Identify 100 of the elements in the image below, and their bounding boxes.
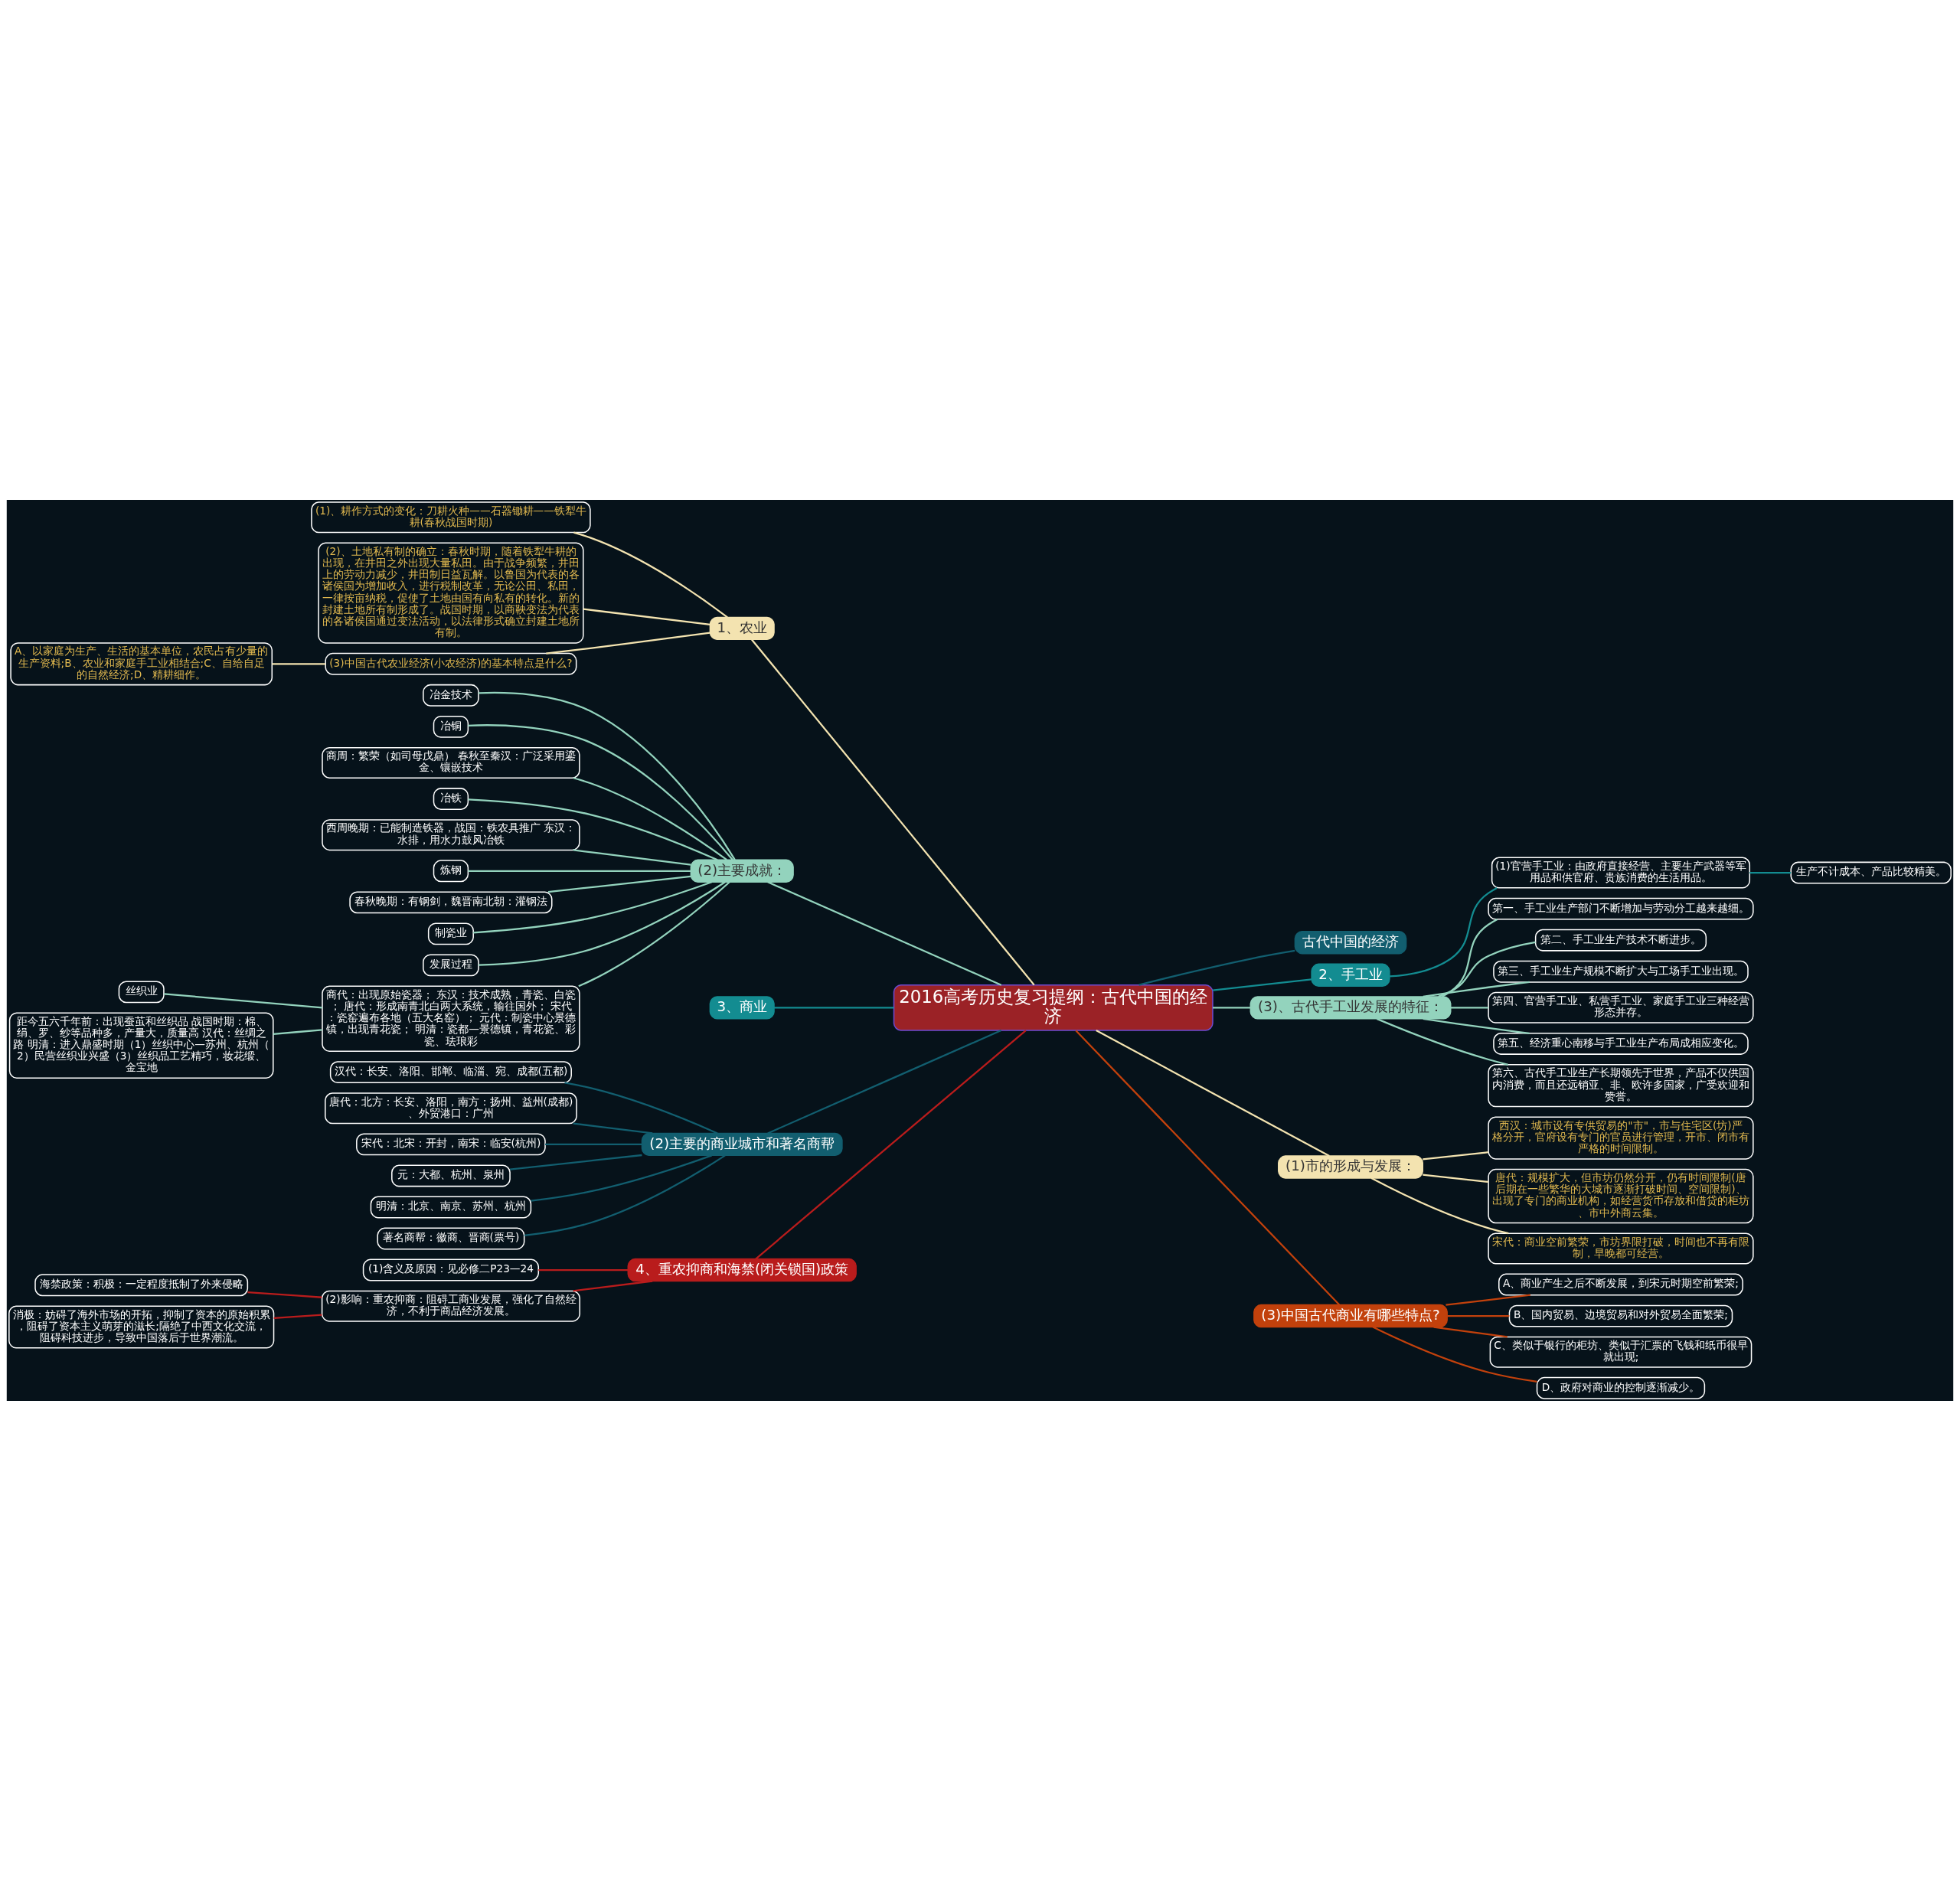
connector xyxy=(538,1268,629,1271)
node-box: (2)、土地私有制的确立：春秋时期，随着铁犁牛耕的出现，在井田之外出现大量私田。由于战争频繁，井田上的劳动力减少，井田制日益瓦解。以鲁国为代表的各诸侯国为增加收入，进行税制改革，无论公田、私田，一律按亩纳税，促使了土地由国有向私有的转化。新的封建土地所有制形成了。战国时期，以商鞅变法为代表的各诸侯国通过变法活动，以法律形式确立封建土地所有制。 xyxy=(318,541,584,644)
node-box: B、国内贸易、边境贸易和对外贸易全面繁荣; xyxy=(1508,1304,1733,1327)
node-box: C、类似于银行的柜坊、类似于汇票的飞钱和纸币很早就出现; xyxy=(1489,1336,1753,1368)
connector xyxy=(1376,1017,1509,1066)
connector xyxy=(573,848,691,866)
node-box: (2)主要成就： xyxy=(690,859,794,883)
connector xyxy=(774,1006,894,1008)
connector xyxy=(545,1143,642,1145)
node-box: 第一、手工业生产部门不断增加与劳动分工越来越细。 xyxy=(1488,897,1754,920)
connector xyxy=(547,875,691,893)
connector xyxy=(1075,1030,1341,1305)
connector xyxy=(473,880,713,933)
node-box: D、政府对商业的控制逐渐减少。 xyxy=(1536,1376,1706,1399)
connector xyxy=(1438,941,1536,997)
connector xyxy=(247,1291,322,1298)
connector xyxy=(524,1154,726,1236)
node-box: 冶铜 xyxy=(433,715,469,738)
connector xyxy=(751,638,1035,985)
node-box: 2016高考历史复习提纲：古代中国的经济 xyxy=(893,984,1214,1031)
connector xyxy=(578,880,730,987)
connector xyxy=(583,608,710,625)
node-box: 春秋晚期：有钢剑，魏晋南北朝：灌钢法 xyxy=(349,890,553,913)
node-box: 元：大都、杭州、泉州 xyxy=(391,1164,511,1187)
connector xyxy=(468,870,691,872)
connector xyxy=(272,662,326,664)
connector xyxy=(564,1081,718,1134)
node-box: 炼钢 xyxy=(433,859,469,882)
connector xyxy=(273,1313,322,1319)
connector xyxy=(1441,918,1498,997)
node-box: 第五、经济重心南移与手工业生产布局成相应变化。 xyxy=(1493,1032,1749,1055)
node-box: A、以家庭为生产、生活的基本单位，农民占有少量的生产资料;B、农业和家庭手工业相结合;C、自给自足的自然经济;D、精耕细作。 xyxy=(10,641,273,685)
node-box: 发展过程 xyxy=(423,953,479,976)
node-box: 著名商帮：徽商、晋商(票号) xyxy=(377,1227,525,1249)
connector xyxy=(1212,978,1312,991)
node-box: 宋代：商业空前繁荣，市坊界限打破，时间也不再有限制，早晚都可经营。 xyxy=(1488,1232,1754,1264)
node-box: 4、重农抑商和海禁(闭关锁国)政策 xyxy=(627,1258,857,1281)
connector xyxy=(1423,1151,1488,1161)
node-box: 生产不计成本、产品比较精美。 xyxy=(1790,861,1952,883)
node-box: 丝织业 xyxy=(118,980,165,1003)
node-box: (3)、古代手工业发展的特征： xyxy=(1250,995,1452,1020)
connector xyxy=(546,631,710,655)
connector xyxy=(573,1279,653,1291)
node-box: (3)中国古代农业经济(小农经济)的基本特点是什么? xyxy=(325,652,577,675)
connector xyxy=(767,880,1002,986)
connector xyxy=(573,776,727,860)
connector xyxy=(1138,949,1295,986)
node-box: 1、农业 xyxy=(709,616,775,640)
connector xyxy=(1370,1177,1509,1234)
node-box: 第二、手工业生产技术不断进步。 xyxy=(1534,929,1707,952)
connector xyxy=(1096,1029,1330,1157)
connector xyxy=(273,1028,322,1035)
connector xyxy=(1433,1325,1508,1338)
connector xyxy=(1749,871,1792,873)
connector xyxy=(767,1029,1002,1134)
connector xyxy=(468,723,733,860)
connector xyxy=(510,1154,642,1170)
connector xyxy=(1446,1294,1530,1306)
connector xyxy=(468,798,718,860)
node-box: 唐代：规模扩大，但市坊仍然分开，仍有时间限制(唐后期在一些繁华的大城市逐渐打破时间、空间限制)、出现了专门的商业机构，如经营货币存放和借贷的柜坊、市中外商云集。 xyxy=(1488,1168,1754,1223)
node-box: 西汉：城市设有专供贸易的"市"，市与住宅区(坊)严格分开，官府设有专门的官员进行管理，开市、闭市有严格的时间限制。 xyxy=(1488,1115,1754,1160)
node-box: (1)含义及原因：见必修二P23—24 xyxy=(362,1259,540,1281)
node-box: 唐代：北方：长安、洛阳，南方：扬州、益州(成都)、外贸港口：广州 xyxy=(325,1092,577,1124)
connector xyxy=(1450,1006,1488,1008)
connector xyxy=(755,1029,1027,1259)
connector xyxy=(1213,1006,1251,1008)
node-box: 消极：妨碍了海外市场的开拓，抑制了资本的原始积累，阻碍了资本主义萌芽的滋长;隔绝了中西文化交流，阻碍科技进步，导致中国落后于世界潮流。 xyxy=(8,1304,275,1349)
connector xyxy=(1423,1017,1530,1034)
node-box: (3)中国古代商业有哪些特点? xyxy=(1253,1304,1448,1327)
node-box: 明清：北京、南京、苏州、杭州 xyxy=(370,1196,532,1218)
connector xyxy=(573,1121,653,1134)
node-box: 第三、手工业生产规模不断扩大与工场手工业出现。 xyxy=(1493,960,1749,983)
node-box: (2)主要的商业城市和著名商帮 xyxy=(641,1132,843,1156)
node-box: 古代中国的经济 xyxy=(1294,930,1407,954)
node-box: 距今五六千年前：出现蚕茧和丝织品 战国时期：棉、绢、罗、纱等品种多，产量大，质量高 汉代：丝绸之路 明清：进入鼎盛时期（1）丝织中心—苏州、杭州（2）民营丝织业兴盛（3）丝织品工艺精巧，妆花缎、金宝地 xyxy=(8,1011,274,1079)
node-box: 宋代：北宋：开封，南宋：临安(杭州) xyxy=(356,1132,546,1155)
node-box: 西周晚期：已能制造铁器，战国：铁农具推广 东汉：水排，用水力鼓风冶铁 xyxy=(322,818,580,850)
connector xyxy=(479,691,736,860)
node-box: 3、商业 xyxy=(709,995,775,1020)
node-box: 商代：出现原始瓷器； 东汉：技术成熟，青瓷、白瓷； 唐代：形成南青北白两大系统，输往国外； 宋代：瓷窑遍布各地（五大名窑）； 元代：制瓷中心景德镇，出现青花瓷； 明清：瓷都—景德镇，青花瓷、彩瓷、珐琅彩 xyxy=(322,984,580,1052)
connector xyxy=(1423,981,1530,997)
connector xyxy=(531,1154,713,1202)
node-box: 商周：繁荣（如司母戊鼎） 春秋至秦汉：广泛采用鎏金、镶嵌技术 xyxy=(322,746,580,779)
node-box: 汉代：长安、洛阳、邯郸、临淄、宛、成都(五都) xyxy=(329,1060,572,1083)
connector xyxy=(1372,1326,1537,1383)
node-box: 冶铁 xyxy=(433,787,469,810)
connector xyxy=(1447,1314,1510,1317)
connector xyxy=(164,992,322,1008)
node-box: 第六、古代手工业生产长期领先于世界，产品不仅供国内消费，而且还远销亚、非、欧许多国家，广受欢迎和赞誉。 xyxy=(1488,1063,1754,1107)
connector xyxy=(1423,1174,1488,1183)
node-box: (1)市的形成与发展： xyxy=(1278,1154,1423,1179)
node-box: A、商业产生之后不断发展，到宋元时期空前繁荣; xyxy=(1498,1273,1743,1295)
node-box: 制瓷业 xyxy=(427,922,474,945)
node-box: 冶金技术 xyxy=(423,684,479,707)
connector xyxy=(479,880,726,966)
node-box: 海禁政策：积极：一定程度抵制了外来侵略 xyxy=(34,1273,249,1296)
connector xyxy=(1390,886,1498,978)
node-box: 第四、官营手工业、私营手工业、家庭手工业三种经营形态并存。 xyxy=(1488,991,1754,1023)
node-box: (1)官营手工业：由政府直接经营、主要生产武器等军用品和供官府、贵族消费的生活用品。 xyxy=(1491,857,1751,889)
node-box: 2、手工业 xyxy=(1311,963,1390,987)
